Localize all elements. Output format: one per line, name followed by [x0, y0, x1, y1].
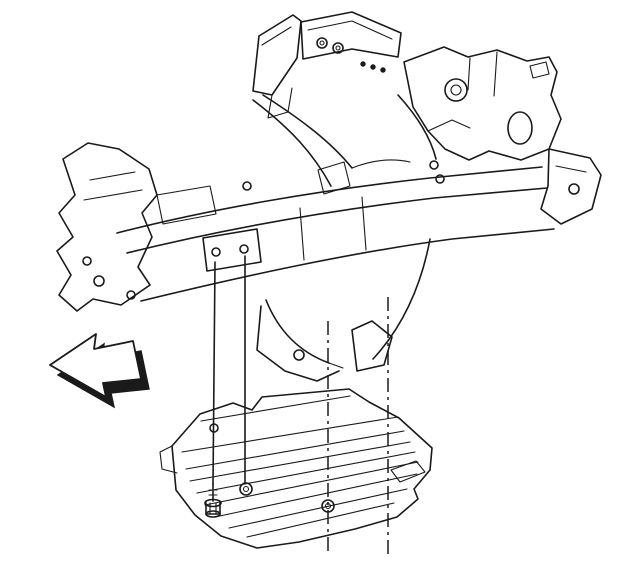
- leader-lines: [212, 255, 389, 556]
- mounting-bolt: [204, 483, 222, 518]
- leader-line-1: [212, 261, 216, 485]
- skid-plate: [159, 388, 433, 549]
- direction-arrow: [49, 333, 150, 409]
- frame-assembly: [56, 11, 602, 382]
